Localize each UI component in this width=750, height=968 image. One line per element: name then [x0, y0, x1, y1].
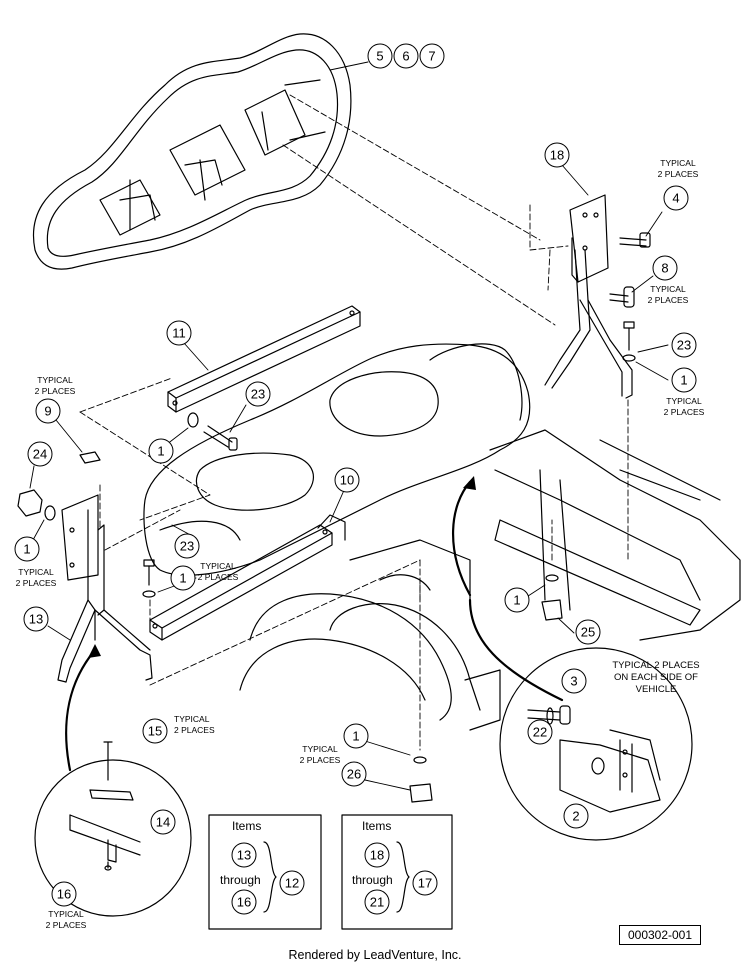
svg-text:2 PLACES: 2 PLACES	[198, 572, 239, 582]
svg-text:VEHICLE: VEHICLE	[636, 684, 677, 695]
note-typical-middle-1: TYPICAL 2 PLACES	[198, 561, 239, 582]
note-typical-right-top: TYPICAL 2 PLACES	[658, 158, 699, 179]
drawing-id-box: 000302-001	[619, 925, 701, 945]
callout-5: 5	[376, 49, 383, 64]
callout-24: 24	[33, 447, 47, 462]
left-bracket	[57, 494, 153, 683]
detail-circle-left	[34, 741, 192, 917]
callout-1-right: 1	[680, 373, 687, 388]
legend-2-to: 21	[370, 895, 384, 910]
svg-text:TYPICAL: TYPICAL	[200, 561, 236, 571]
part-11-bar	[167, 305, 361, 413]
note-typical-right-1: TYPICAL 2 PLACES	[664, 396, 705, 417]
callout-3: 3	[570, 674, 577, 689]
callout-16: 16	[57, 887, 71, 902]
svg-text:TYPICAL: TYPICAL	[174, 714, 210, 724]
callout-1-frame: 1	[513, 593, 520, 608]
note-typical-left-9: TYPICAL 2 PLACES	[35, 375, 76, 396]
callout-6: 6	[402, 49, 409, 64]
legend-1-from: 13	[237, 848, 251, 863]
svg-text:2 PLACES: 2 PLACES	[664, 407, 705, 417]
callout-11: 11	[172, 326, 186, 341]
callout-23-top: 23	[251, 387, 265, 402]
svg-text:TYPICAL: TYPICAL	[48, 909, 84, 919]
svg-text:2 PLACES: 2 PLACES	[46, 920, 87, 930]
note-typical-bottom-1: TYPICAL 2 PLACES	[300, 744, 341, 765]
callout-15: 15	[148, 724, 162, 739]
legend-1-title: Items	[232, 819, 261, 833]
callout-22: 22	[533, 725, 547, 740]
note-typical-left-1: TYPICAL 2 PLACES	[16, 567, 57, 588]
callout-26: 26	[347, 767, 361, 782]
callout-23-right: 23	[677, 338, 691, 353]
indicator-arrows	[65, 480, 564, 772]
callout-1-top: 1	[157, 444, 164, 459]
detail-circle-right	[499, 647, 693, 841]
svg-text:TYPICAL 2 PLACES: TYPICAL 2 PLACES	[612, 660, 699, 671]
svg-text:TYPICAL: TYPICAL	[302, 744, 338, 754]
callout-circles	[14, 43, 697, 915]
legend-2-title: Items	[362, 819, 391, 833]
callout-8: 8	[661, 261, 668, 276]
legend-2-parent: 17	[418, 876, 432, 891]
callout-1-bottom: 1	[352, 729, 359, 744]
callout-25: 25	[581, 625, 595, 640]
callout-23-middle: 23	[180, 539, 194, 554]
svg-text:TYPICAL: TYPICAL	[18, 567, 54, 577]
seat-back	[32, 33, 352, 270]
callout-10: 10	[340, 473, 354, 488]
note-typical-16: TYPICAL 2 PLACES	[46, 909, 87, 930]
note-typical-15: TYPICAL 2 PLACES	[174, 714, 215, 735]
legend-1-through: through	[220, 873, 261, 887]
callout-18: 18	[550, 148, 564, 163]
footer-credit: Rendered by LeadVenture, Inc.	[288, 948, 462, 962]
frame-chassis	[349, 429, 741, 641]
svg-text:2 PLACES: 2 PLACES	[648, 295, 689, 305]
svg-text:2 PLACES: 2 PLACES	[174, 725, 215, 735]
right-bracket	[544, 194, 633, 399]
legend-2-from: 18	[370, 848, 384, 863]
svg-text:2 PLACES: 2 PLACES	[658, 169, 699, 179]
rear-body	[143, 343, 531, 576]
svg-text:TYPICAL: TYPICAL	[666, 396, 702, 406]
leader-lines	[79, 94, 629, 751]
callout-1-left: 1	[23, 542, 30, 557]
callout-2: 2	[572, 809, 579, 824]
svg-text:2 PLACES: 2 PLACES	[300, 755, 341, 765]
svg-text:TYPICAL: TYPICAL	[37, 375, 73, 385]
legend-1-parent: 12	[285, 876, 299, 891]
legend-2-through: through	[352, 873, 393, 887]
part-10-bar	[149, 514, 346, 641]
svg-text:2 PLACES: 2 PLACES	[16, 578, 57, 588]
svg-text:2 PLACES: 2 PLACES	[35, 386, 76, 396]
hardware	[17, 232, 651, 803]
svg-text:TYPICAL: TYPICAL	[660, 158, 696, 168]
rear-fenders	[239, 574, 501, 731]
callout-9: 9	[44, 404, 51, 419]
note-each-side: TYPICAL 2 PLACES ON EACH SIDE OF VEHICLE	[612, 660, 699, 695]
callout-4: 4	[672, 191, 679, 206]
callout-1-middle: 1	[179, 571, 186, 586]
svg-text:ON EACH SIDE OF: ON EACH SIDE OF	[614, 672, 698, 683]
svg-text:TYPICAL: TYPICAL	[650, 284, 686, 294]
callout-7: 7	[428, 49, 435, 64]
callout-13: 13	[29, 612, 43, 627]
legend-1-to: 16	[237, 895, 251, 910]
callout-14: 14	[156, 815, 170, 830]
note-typical-right-8: TYPICAL 2 PLACES	[648, 284, 689, 305]
legend-boxes	[208, 814, 453, 930]
